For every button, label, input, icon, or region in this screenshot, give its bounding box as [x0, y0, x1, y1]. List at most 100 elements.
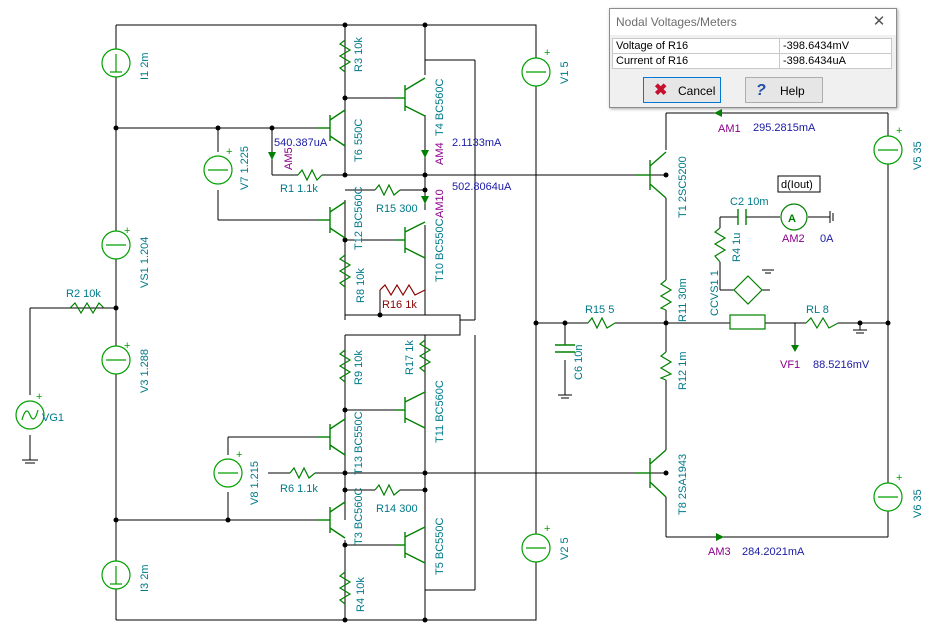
svg-text:+: +	[124, 225, 130, 237]
ammeter-am2: A	[780, 203, 808, 231]
label-t13: T13 BC550C	[353, 411, 365, 475]
label-i3: I3 2m	[139, 564, 151, 592]
resistor-r17	[418, 339, 432, 373]
resistor-r9	[338, 349, 352, 383]
close-icon[interactable]: ✕	[872, 13, 886, 30]
label-r4-10k: R4 10k	[355, 577, 367, 612]
svg-text:A: A	[788, 213, 796, 225]
label-t8: T8 2SA1943	[677, 454, 689, 515]
reading-am10: 502.8064uA	[452, 181, 512, 193]
dialog-title: Nodal Voltages/Meters	[616, 15, 737, 29]
label-t4: T4 BC560C	[434, 78, 446, 136]
svg-text:+: +	[124, 340, 130, 352]
label-v5: V5 35	[912, 141, 924, 170]
dialog-titlebar[interactable]: Nodal Voltages/Meters ✕	[610, 9, 896, 35]
label-v1: V1 5	[559, 61, 571, 84]
label-c6: C6 10n	[573, 345, 585, 380]
resistor-r2	[69, 301, 105, 315]
resistor-r4-1u	[713, 227, 727, 263]
label-t1: T1 2SC5200	[677, 156, 689, 218]
meter-readings: 540.387uA 2.1133mA 502.8064uA 295.2815mA…	[274, 122, 870, 558]
label-r6: R6 1.1k	[280, 483, 318, 495]
resistor-r12	[659, 351, 673, 381]
svg-text:+: +	[236, 449, 242, 461]
meter-arrows	[268, 109, 799, 541]
resistor-r4-10k	[338, 571, 352, 605]
label-t11: T11 BC560C	[434, 380, 446, 443]
probe-label: d(Iout)	[781, 179, 813, 191]
label-vf1: VF1	[780, 359, 800, 371]
label-v7: V7 1.225	[239, 146, 251, 190]
label-t6b: 550C	[353, 119, 365, 145]
plus-marks: ++ ++ ++ ++ +	[36, 47, 902, 535]
row-value: -398.6434uA	[779, 53, 892, 69]
label-v8: V8 1.215	[249, 461, 261, 505]
resistors	[69, 39, 839, 605]
reading-am2: 0A	[820, 233, 834, 245]
x-icon: ✖	[654, 82, 668, 99]
label-v6: V6 35	[912, 489, 924, 518]
junction-dots	[113, 22, 891, 623]
help-label: Help	[780, 84, 805, 98]
svg-text:+: +	[896, 472, 902, 484]
transistors	[318, 77, 667, 564]
label-r14: R14 300	[376, 503, 418, 515]
resistor-r11	[659, 279, 673, 311]
reading-am1: 295.2815mA	[753, 122, 816, 134]
probe-box	[777, 175, 821, 193]
svg-text:+: +	[36, 391, 42, 403]
label-v3: V3 1.288	[139, 349, 151, 393]
meter-values-table: Voltage of R16 -398.6434mV Current of R1…	[612, 38, 892, 69]
resistor-r6	[289, 466, 316, 480]
table-row[interactable]: Current of R16 -398.6434uA	[612, 53, 892, 69]
resistor-r15-300	[374, 183, 401, 197]
cancel-label: Cancel	[678, 84, 716, 98]
label-r17: R17 1k	[404, 340, 416, 375]
label-t5: T5 BC550C	[434, 517, 446, 575]
label-vs1: VS1 1.204	[139, 237, 151, 288]
label-t12: T12 BC560C	[353, 186, 365, 250]
resistor-r14	[374, 483, 401, 497]
label-am10: AM10	[434, 189, 446, 218]
reading-am3: 284.2021mA	[742, 546, 805, 558]
table-row[interactable]: Voltage of R16 -398.6434mV	[612, 38, 892, 54]
resistor-r16[interactable]	[379, 283, 426, 297]
row-name: Current of R16	[612, 53, 780, 69]
resistor-rl	[805, 316, 839, 330]
label-am2: AM2	[782, 233, 805, 245]
meter-labels: AM5 AM4 AM10 AM1 AM2 VF1 AM3	[283, 123, 805, 558]
svg-text:+: +	[544, 47, 550, 59]
label-rl: RL 8	[806, 304, 829, 316]
label-r3: R3 10k	[353, 37, 365, 72]
nodal-voltages-dialog: Nodal Voltages/Meters ✕ Voltage of R16 -…	[609, 8, 897, 108]
label-r1: R1 1.1k	[280, 183, 318, 195]
capacitors	[555, 209, 747, 353]
label-r15-300: R15 300	[376, 203, 418, 215]
label-v2: V2 5	[559, 537, 571, 560]
help-button[interactable]: ? Help	[745, 77, 823, 103]
label-am5: AM5	[283, 147, 295, 170]
svg-text:+: +	[544, 523, 550, 535]
label-am1: AM1	[718, 123, 741, 135]
svg-text:+: +	[896, 125, 902, 137]
label-ccvs1: CCVS1 1	[709, 270, 721, 316]
label-r2: R2 10k	[66, 288, 101, 300]
component-labels: I1 2m I3 2m R3 10k T4 BC560C 550C T6 V7 …	[42, 37, 924, 612]
label-r8: R8 10k	[355, 268, 367, 303]
question-icon: ?	[756, 82, 766, 99]
reading-vf1: 88.5216mV	[813, 359, 870, 371]
ground-symbols	[22, 211, 867, 464]
resistor-r8	[338, 254, 352, 288]
label-c2: C2 10m	[730, 196, 769, 208]
label-r4-1u: R4 1u	[731, 233, 743, 262]
resistor-r1	[297, 168, 323, 182]
ccvs1	[729, 275, 766, 330]
reading-am5: 540.387uA	[274, 137, 328, 149]
label-am3: AM3	[708, 546, 731, 558]
resistor-r15-5	[587, 316, 616, 330]
cancel-button[interactable]: ✖ Cancel	[643, 77, 721, 103]
reading-am4: 2.1133mA	[452, 137, 502, 149]
label-r12: R12 1m	[677, 351, 689, 390]
label-t10: T10 BC550C	[434, 218, 446, 282]
